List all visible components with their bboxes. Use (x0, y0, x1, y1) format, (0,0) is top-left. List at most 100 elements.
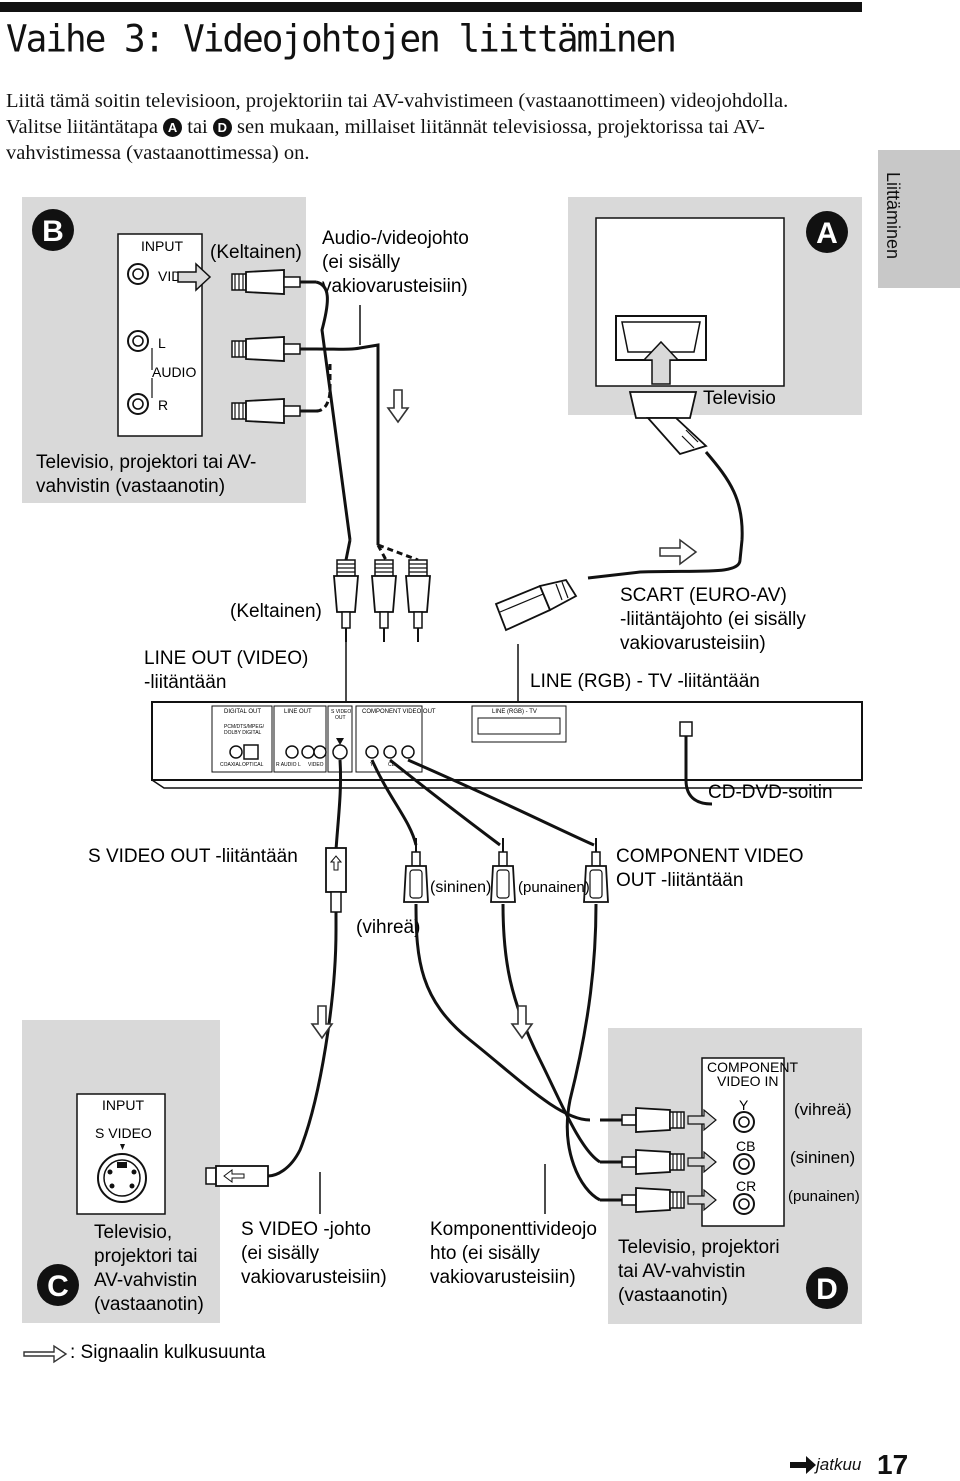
lower-green-label: (vihreä) (356, 917, 420, 938)
s-video-cable-label-2: (ei sisälly (241, 1243, 320, 1264)
s-video-plug (325, 847, 347, 930)
panel-d-component-1: COMPONENT (707, 1059, 798, 1075)
player-line-out-label-1: LINE OUT (VIDEO) (144, 648, 308, 669)
panel-d-blue-label: (sininen) (790, 1148, 855, 1167)
panel-b-cable-line-1: Audio-/videojohto (322, 228, 469, 249)
signal-arrow-b (387, 389, 409, 423)
component-cable-label-2: hto (ei sisälly (430, 1243, 540, 1264)
panel-b-cable-line-3: vakiovarusteisiin) (322, 276, 468, 297)
player-audio-l-plug (371, 559, 397, 643)
scart-cable-label-3: vakiovarusteisiin) (620, 633, 766, 654)
panel-d-cb-jack (733, 1153, 755, 1175)
panel-a-badge: A (816, 217, 838, 250)
panel-component: COMPONENT VIDEO OUT (362, 709, 436, 715)
scart-cable-label-1: SCART (EURO-AV) (620, 585, 787, 606)
panel-video: VIDEO (308, 762, 324, 768)
page-title: Vaihe 3: Videojohtojen liittäminen (6, 18, 677, 62)
panel-b-yellow-label: (Keltainen) (210, 242, 302, 263)
top-rule (0, 2, 862, 12)
intro-line-2c: sen mukaan, millaiset liitännät televisi… (6, 116, 765, 164)
panel-a-device-label: Televisio (703, 388, 776, 409)
intro-line-2b: tai (187, 116, 208, 138)
continues-label: jatkuu (816, 1455, 862, 1474)
panel-b-audio-r-jack (127, 393, 149, 415)
panel-c-device-line-2: projektori tai (94, 1246, 198, 1267)
page-number: 17 (877, 1449, 909, 1480)
panel-d-green-label: (vihreä) (794, 1100, 852, 1119)
panel-c-input-label: INPUT (102, 1097, 144, 1113)
panel-b-audio-l-jack (127, 330, 149, 352)
component-blue-plug-top (490, 837, 516, 903)
panel-s-video-out-2: OUT (335, 715, 346, 721)
panel-b-device-line-2: vahvistin (vastaanotin) (36, 476, 225, 497)
component-out-label-1: COMPONENT VIDEO (616, 846, 804, 867)
panel-d-device-line-2: tai AV-vahvistin (618, 1261, 745, 1282)
panel-line-rgb-tv: LINE (RGB) - TV (492, 709, 537, 715)
panel-b-video-jack (127, 263, 149, 285)
panel-coaxial: COAXIAL (220, 762, 242, 768)
component-cable-label-3: vakiovarusteisiin) (430, 1267, 576, 1288)
panel-b-arrow-in (177, 262, 212, 292)
panel-b-l-label: L (158, 335, 166, 351)
intro-line-2a: Valitse liitäntätapa (6, 116, 158, 138)
panel-optical: OPTICAL (242, 762, 264, 768)
panel-c-badge: C (47, 1270, 69, 1303)
panel-b-badge-circle (32, 209, 74, 251)
panel-d-cr-label: CR (736, 1178, 756, 1194)
panel-c-device-line-3: AV-vahvistin (94, 1270, 197, 1291)
panel-d-device-line-1: Televisio, projektori (618, 1237, 780, 1258)
player-yellow-label: (Keltainen) (230, 601, 322, 622)
player-video-plug (333, 559, 359, 643)
component-green-plug-top (403, 837, 429, 903)
panel-b-r-label: R (158, 397, 168, 413)
panel-c-s-video-plug (205, 1165, 269, 1187)
section-side-tab (878, 150, 960, 288)
player-rear-panel (151, 701, 863, 789)
panel-c-device-line-4: (vastaanotin) (94, 1294, 204, 1315)
scart-plug-player (494, 578, 578, 632)
panel-d-cr-jack (733, 1193, 755, 1215)
panel-s-video-out-1: S VIDEO (331, 709, 351, 715)
intro-text: Liitä tämä soitin televisioon, projektor… (6, 88, 866, 166)
legend-arrow-icon (23, 1344, 68, 1364)
panel-c-s-video-label: S VIDEO (95, 1125, 152, 1141)
panel-d-badge: D (816, 1273, 838, 1306)
legend-text: : Signaalin kulkusuunta (70, 1342, 266, 1363)
component-cable-label-1: Komponenttivideojo (430, 1219, 597, 1240)
player-line-out-label-2: -liitäntään (144, 672, 226, 693)
panel-pcm: PCM/DTS/MPEG/ (224, 724, 265, 730)
lower-red-label: (punainen) (518, 879, 590, 896)
panel-b-cable-line-2: (ei sisälly (322, 252, 401, 273)
continue-arrow-icon (790, 1456, 816, 1474)
panel-d-red-label: (punainen) (788, 1188, 860, 1205)
panel-line-out: LINE OUT (284, 709, 312, 715)
s-video-cable-label-3: vakiovarusteisiin) (241, 1267, 387, 1288)
panel-d-badge-circle (806, 1267, 848, 1309)
panel-d-device-line-3: (vastaanotin) (618, 1285, 728, 1306)
line-rgb-label: LINE (RGB) - TV -liitäntään (530, 671, 760, 692)
badge-d-inline: D (212, 118, 232, 137)
panel-dolby: DOLBY DIGITAL (224, 730, 262, 736)
panel-b-badge: B (42, 215, 64, 248)
panel-d-component-2: VIDEO IN (717, 1073, 778, 1089)
panel-r-audio-l: R AUDIO L (276, 762, 301, 768)
panel-d-y-label: Y (739, 1097, 749, 1113)
signal-arrow-a (659, 538, 698, 566)
panel-cb: CB (388, 762, 396, 768)
s-video-out-label: S VIDEO OUT -liitäntään (88, 846, 298, 867)
panel-digital-out: DIGITAL OUT (224, 709, 261, 715)
badge-a-inline: A (163, 118, 183, 137)
panel-b-device-line-1: Televisio, projektori tai AV- (36, 452, 256, 473)
intro-line-1: Liitä tämä soitin televisioon, projektor… (6, 90, 789, 112)
player-audio-r-plug (405, 559, 431, 643)
component-out-label-2: OUT -liitäntään (616, 870, 743, 891)
panel-b-audio-label: AUDIO (152, 364, 196, 380)
panel-d-y-jack (733, 1111, 755, 1133)
panel-c-device-line-1: Televisio, (94, 1222, 172, 1243)
lower-blue-label: (sininen) (430, 879, 491, 896)
panel-d-cb-label: CB (736, 1138, 755, 1154)
panel-a-badge-circle (806, 211, 848, 253)
s-video-cable-label-1: S VIDEO -johto (241, 1219, 371, 1240)
panel-y: Y (370, 762, 374, 768)
